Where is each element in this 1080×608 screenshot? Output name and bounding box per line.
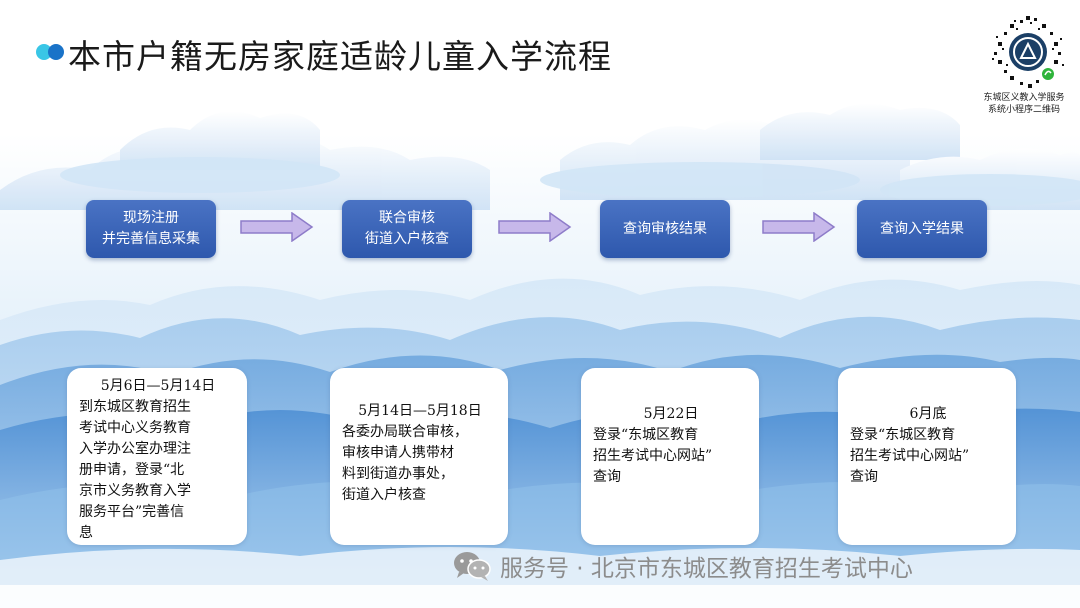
card-2-line-2: 审核申请人携带材	[342, 445, 454, 461]
step-4-line-1: 查询入学结果	[880, 220, 964, 237]
step-3-line-1: 查询审核结果	[623, 220, 707, 237]
qr-code-image	[990, 14, 1066, 90]
qr-caption: 东城区义教入学服务 系统小程序二维码	[968, 92, 1080, 116]
card-3-line-3: 查询	[593, 469, 621, 485]
step-2-line-2: 街道入户核查	[365, 231, 449, 247]
card-3-line-2: 招生考试中心网站”	[593, 448, 713, 464]
title-dot-dark	[48, 44, 64, 60]
watermark-text: 服务号 · 北京市东城区教育招生考试中心	[500, 556, 913, 582]
detail-card-review-result: 5月22日 登录“东城区教育 招生考试中心网站” 查询	[581, 368, 759, 545]
detail-card-admission-result: 6月底 登录“东城区教育 招生考试中心网站” 查询	[838, 368, 1016, 545]
card-1-date: 5月6日—5月14日	[100, 378, 216, 394]
card-2-date: 5月14日—5月18日	[358, 403, 482, 419]
detail-card-joint-review: 5月14日—5月18日 各委办局联合审核， 审核申请人携带材 料到街道办事处， …	[330, 368, 508, 545]
page-title: 本市户籍无房家庭适龄儿童入学流程	[68, 37, 612, 76]
step-2-line-1: 联合审核	[379, 210, 435, 226]
card-1-line-3: 入学办公室办理注	[79, 441, 191, 457]
card-4-date: 6月底	[909, 406, 947, 422]
step-box-joint-review: 联合审核 街道入户核查	[342, 200, 472, 258]
wechat-icon	[454, 552, 491, 581]
card-1-line-6: 服务平台”完善信	[79, 504, 185, 520]
qr-caption-line-1: 东城区义教入学服务	[983, 93, 1065, 103]
card-1-line-1: 到东城区教育招生	[79, 399, 191, 415]
flow-arrow-3-icon	[762, 212, 836, 242]
card-4-line-2: 招生考试中心网站”	[850, 448, 970, 464]
card-1-line-5: 京市义务教育入学	[79, 483, 191, 499]
card-3-line-1: 登录“东城区教育	[593, 427, 699, 443]
title-decoration-dots	[36, 42, 68, 62]
card-1-line-4: 册申请，登录“北	[79, 462, 185, 478]
flow-arrow-1-icon	[240, 212, 314, 242]
watermark: 服务号 · 北京市东城区教育招生考试中心	[452, 548, 913, 584]
step-box-query-review-result: 查询审核结果	[600, 200, 730, 258]
card-3-date: 5月22日	[643, 406, 699, 422]
qr-code-icon	[990, 14, 1066, 90]
flow-arrow-2-icon	[498, 212, 572, 242]
step-1-line-2: 并完善信息采集	[102, 231, 200, 247]
card-1-line-2: 考试中心义务教育	[79, 420, 191, 436]
qr-caption-line-2: 系统小程序二维码	[987, 105, 1060, 115]
step-box-register: 现场注册 并完善信息采集	[86, 200, 216, 258]
card-1-line-7: 息	[79, 525, 93, 541]
card-4-line-3: 查询	[850, 469, 878, 485]
card-4-line-1: 登录“东城区教育	[850, 427, 956, 443]
card-2-line-1: 各委办局联合审核，	[342, 424, 468, 440]
step-1-line-1: 现场注册	[123, 210, 179, 226]
step-box-query-admission-result: 查询入学结果	[857, 200, 987, 258]
detail-card-register: 5月6日—5月14日 到东城区教育招生 考试中心义务教育 入学办公室办理注 册申…	[67, 368, 247, 545]
card-2-line-3: 料到街道办事处，	[342, 466, 454, 482]
card-2-line-4: 街道入户核查	[342, 487, 426, 503]
